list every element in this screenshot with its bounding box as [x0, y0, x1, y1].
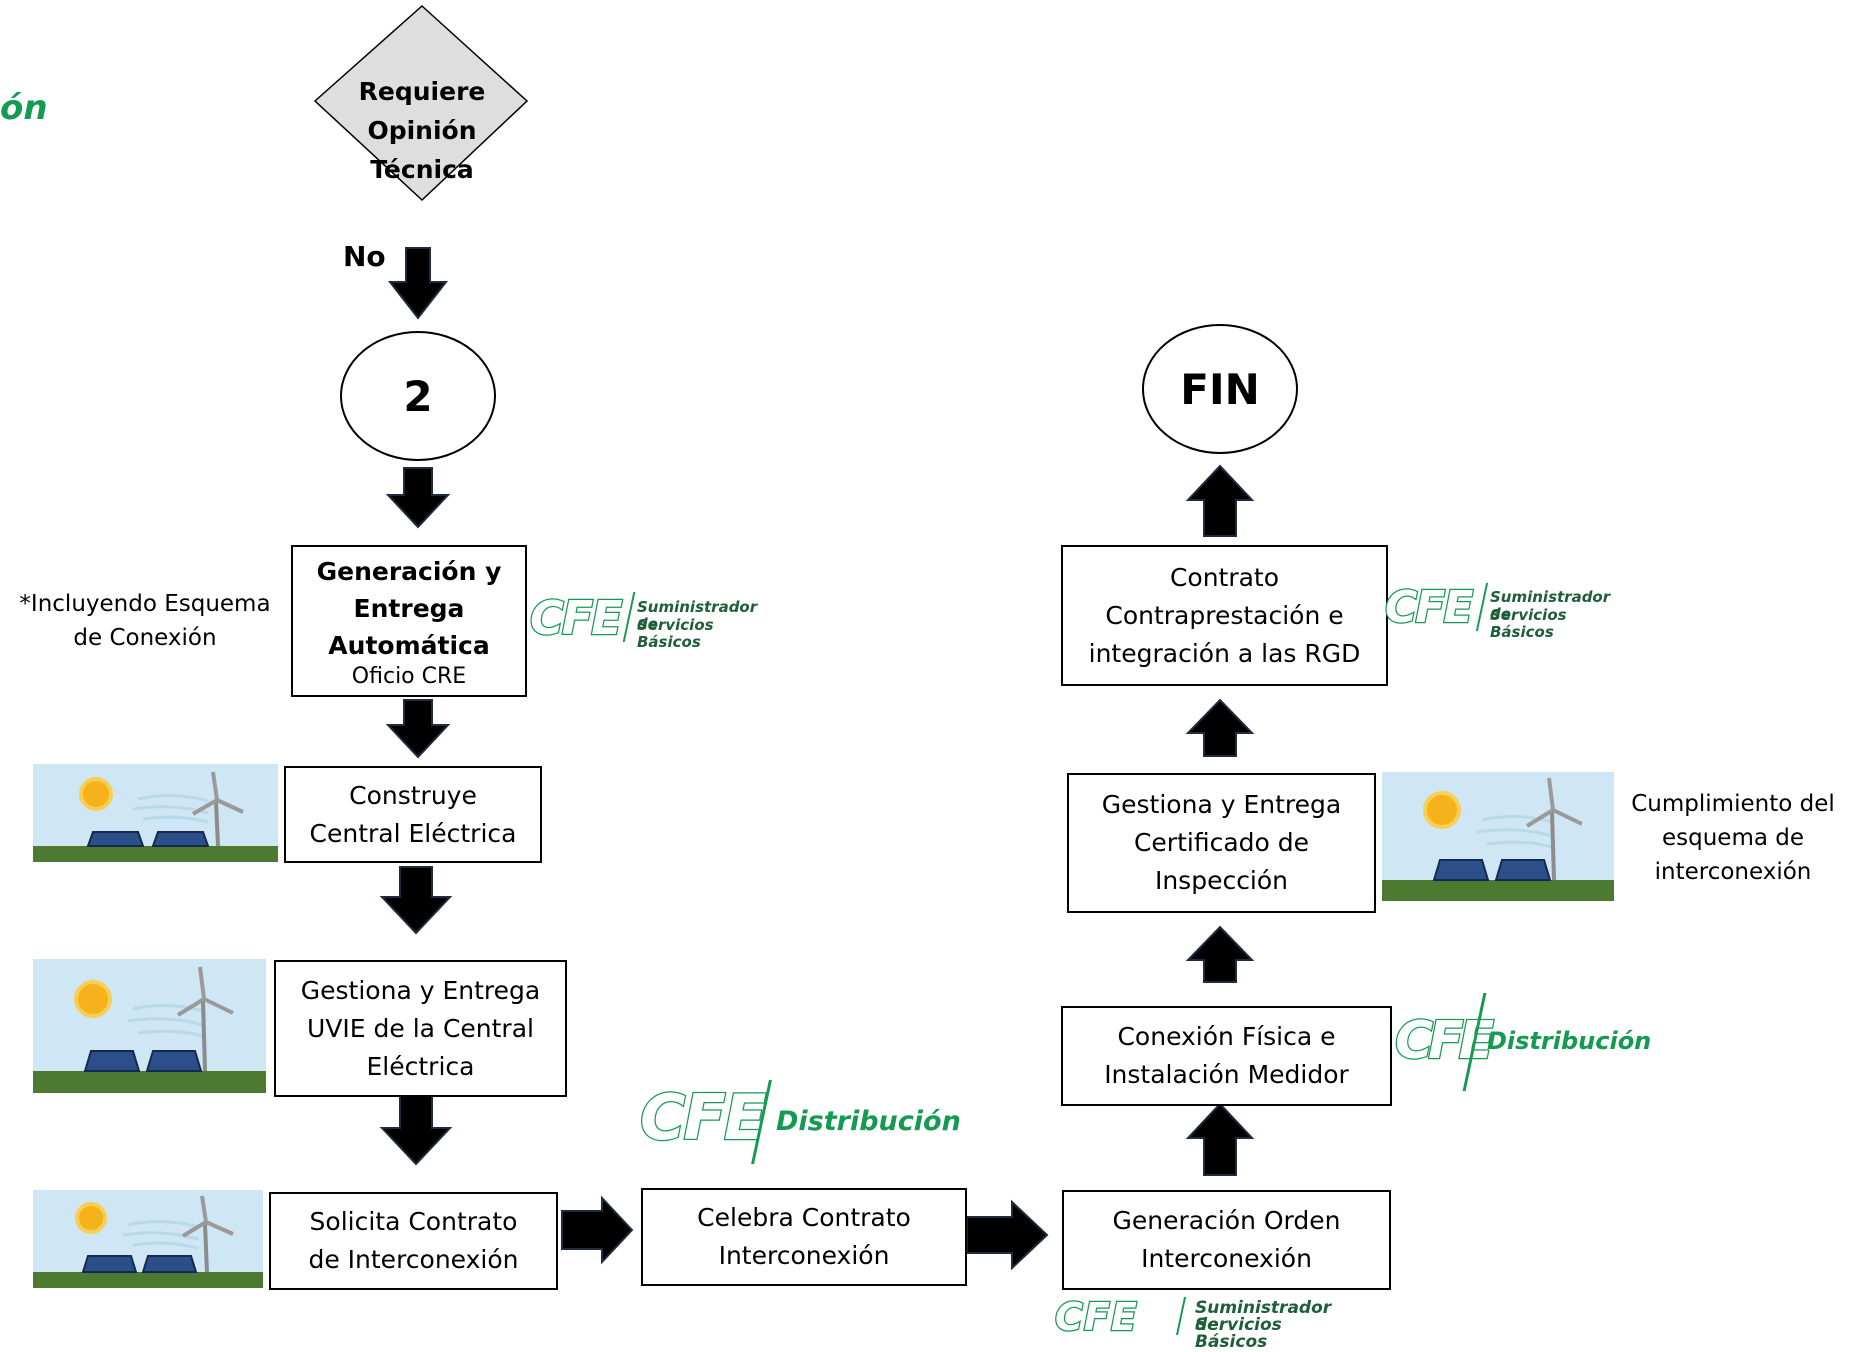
logo-fragment-text: ón [0, 88, 48, 128]
step-gestiona-uvie: Gestiona y Entrega UVIE de la Central El… [274, 960, 567, 1097]
fin-label: FIN [1180, 365, 1260, 414]
logo-subtitle-2: Servicios Básicos [1195, 1315, 1282, 1352]
arrow-down-3 [385, 699, 451, 759]
branch-label-no: No [343, 240, 386, 273]
step-line: Central Eléctrica [309, 818, 517, 848]
step-line: Gestiona y Entrega [1101, 790, 1342, 819]
step-generacion-entrega: Generación y Entrega Automática Oficio C… [291, 545, 527, 697]
fin-terminal-ellipse [1142, 324, 1298, 454]
step-line: Construye [349, 780, 477, 810]
step-line: Solicita Contrato [309, 1207, 518, 1236]
arrow-up-4 [1185, 464, 1255, 537]
step-line: integración a las RGD [1088, 638, 1361, 668]
step-line: Certificado de [1133, 828, 1310, 857]
connector-two-label: 2 [403, 372, 433, 421]
step-generacion-orden: Generación Orden Interconexión [1062, 1190, 1391, 1290]
step-line: Eléctrica [366, 1051, 475, 1081]
logo-divider [1475, 583, 1489, 631]
step-solicita-contrato: Solicita Contrato de Interconexión [269, 1192, 558, 1290]
step-line: Interconexión [1141, 1244, 1312, 1273]
distribucion-logo-fragment: ón [0, 88, 48, 128]
note-esquema-conexion: *Incluyendo Esquema de Conexión [10, 587, 280, 655]
step-line: Interconexión [718, 1241, 890, 1270]
step-line: Celebra Contrato [697, 1203, 911, 1232]
step-line: Contraprestación e [1105, 600, 1344, 630]
solar-panels-wind-turbine-icon [33, 764, 278, 862]
arrow-down-1 [387, 247, 449, 320]
connector-two-ellipse [340, 331, 496, 461]
step-title-line: Entrega [353, 593, 465, 623]
step-line: Contrato [1169, 562, 1280, 592]
step-gestiona-certificado: Gestiona y Entrega Certificado de Inspec… [1067, 773, 1376, 913]
logo-subtitle-1: Suministrador de [637, 598, 758, 633]
logo-divider [1175, 1297, 1187, 1335]
note-cumplimiento-esquema: Cumplimiento del esquema de interconexió… [1622, 787, 1844, 889]
step-line: UVIE de la Central [307, 1013, 534, 1043]
step-title-line: Generación y [316, 556, 502, 586]
decision-label-line: Opinión [367, 116, 477, 145]
step-conexion-fisica: Conexión Física e Instalación Medidor [1061, 1006, 1392, 1106]
step-construye-central: Construye Central Eléctrica [284, 766, 542, 863]
step-celebra-contrato: Celebra Contrato Interconexión [641, 1188, 967, 1286]
arrow-right-1 [561, 1195, 634, 1265]
arrow-down-4 [379, 866, 453, 935]
step-contrato-contraprestacion: Contrato Contraprestación e integración … [1061, 545, 1388, 686]
arrow-down-5 [379, 1093, 453, 1166]
cfe-logo-wordmark: CFE [1054, 1295, 1138, 1339]
step-title-line: Automática [328, 630, 490, 660]
step-line: Conexión Física e [1117, 1022, 1336, 1051]
arrow-up-1 [1185, 1102, 1255, 1176]
cfe-distribucion-logo: CFE Distribución [1394, 993, 1651, 1093]
logo-subtitle-2: Servicios Básicos [1490, 606, 1567, 641]
note-line: Cumplimiento del [1631, 791, 1835, 817]
note-line: *Incluyendo Esquema [19, 591, 271, 617]
arrow-up-2 [1185, 925, 1255, 983]
step-line: de Interconexión [308, 1245, 519, 1274]
cfe-suministrador-logo: CFE Suministrador de Servicios Básicos [1054, 1295, 1355, 1351]
cfe-suministrador-logo: CFE Suministrador de Servicios Básicos [1384, 581, 1635, 640]
note-line: de Conexión [73, 625, 217, 651]
logo-distribucion-text: Distribución [776, 1106, 961, 1137]
step-subtitle: Oficio CRE [351, 663, 467, 689]
decision-diamond [313, 4, 529, 202]
step-line: Instalación Medidor [1104, 1060, 1349, 1089]
cfe-distribucion-logo: CFE Distribución [639, 1076, 961, 1166]
solar-panels-wind-turbine-icon [1382, 772, 1614, 901]
cfe-logo-wordmark: CFE [1384, 581, 1475, 634]
decision-label-line: Requiere [358, 77, 486, 106]
logo-subtitle-1: Suministrador de [1490, 588, 1611, 623]
note-line: interconexión [1654, 859, 1812, 885]
note-line: esquema de [1661, 825, 1805, 851]
logo-subtitle-2: Servicios Básicos [637, 616, 714, 651]
cfe-suministrador-logo: CFE Suministrador de Servicios Básicos [529, 591, 780, 651]
cfe-logo-wordmark: CFE [529, 591, 624, 646]
logo-divider [622, 592, 636, 642]
step-line: Generación Orden [1112, 1206, 1341, 1235]
solar-panels-wind-turbine-icon [33, 959, 266, 1093]
solar-panels-wind-turbine-icon [33, 1190, 263, 1288]
cfe-logo-wordmark: CFE [639, 1080, 768, 1156]
step-line: Inspección [1154, 866, 1289, 895]
arrow-right-2 [966, 1199, 1049, 1271]
arrow-down-2 [385, 467, 451, 529]
step-line: Gestiona y Entrega [300, 975, 541, 1005]
decision-label: Requiere Opinión Técnica [330, 72, 514, 189]
logo-distribucion-text: Distribución [1487, 1027, 1652, 1055]
arrow-up-3 [1185, 698, 1255, 757]
decision-label-line: Técnica [370, 155, 474, 184]
logo-subtitle-1: Suministrador de [1195, 1298, 1332, 1335]
